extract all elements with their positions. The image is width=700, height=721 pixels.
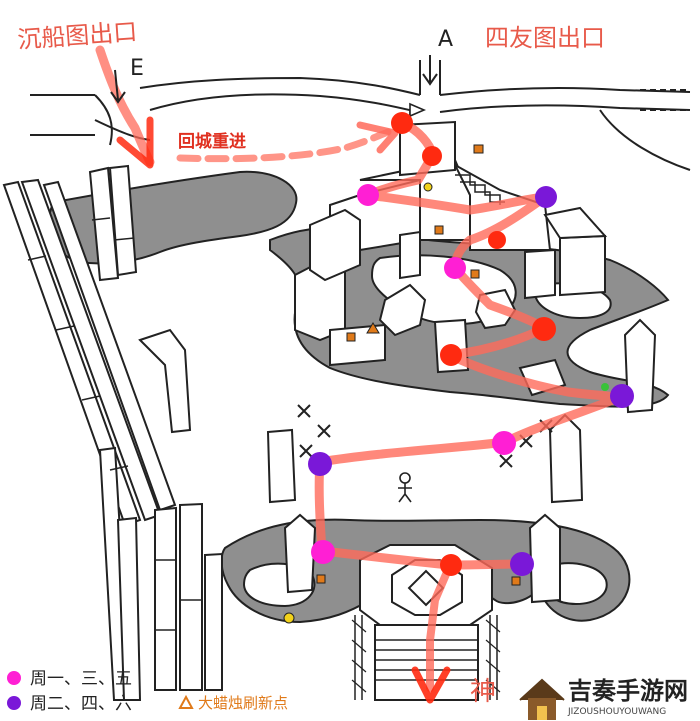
node-purple-4 (510, 552, 534, 576)
route-main (314, 117, 625, 570)
label-a: A (438, 27, 453, 52)
node-magenta-4 (311, 540, 335, 564)
watermark-name: 吉奏手游网 (568, 677, 688, 705)
route-bottom-arrow (426, 561, 454, 692)
temple-side-hatch (351, 619, 501, 693)
label-four-seasons-exit: 四友图出口 (485, 24, 605, 52)
right-pillars (266, 413, 584, 604)
legend-magenta-dot (7, 671, 21, 685)
route-dashed-return (176, 128, 392, 163)
node-red-top (391, 112, 413, 134)
node-magenta-3 (492, 431, 516, 455)
legend-mwf-label: 周一、三、五 (30, 669, 132, 689)
nodes (308, 112, 634, 576)
node-purple-2 (610, 384, 634, 408)
route-bottom-arrowhead (411, 666, 451, 704)
legend: 周一、三、五 周二、四、六 大蜡烛刷新点 (7, 669, 288, 714)
dash-lines (30, 89, 690, 136)
legend-tts-label: 周二、四、六 (30, 694, 132, 714)
watermark-domain: JIZOUSHOUYOUWANG (567, 707, 666, 717)
arrow-a (422, 55, 438, 86)
node-magenta-2 (444, 257, 466, 279)
legend-triangle-icon (178, 694, 194, 709)
node-red-2 (422, 146, 442, 166)
watermark-logo-icon (519, 678, 565, 720)
candle-markers (283, 144, 609, 624)
node-red-5 (440, 344, 462, 366)
person-icon (398, 472, 412, 503)
top-boundary (30, 60, 691, 171)
node-red-3 (488, 231, 506, 249)
legend-purple-dot (7, 696, 21, 710)
route-top-arrowhead (356, 121, 399, 154)
node-red-4 (532, 317, 556, 341)
legend-candle-label: 大蜡烛刷新点 (198, 694, 288, 712)
bamboo-joints (27, 217, 202, 631)
node-purple-3 (308, 452, 332, 476)
bamboo-left (2, 164, 223, 701)
label-shipwreck-exit: 沉船图出口 (16, 18, 138, 54)
route-path (95, 45, 625, 704)
watermark: 吉奏手游网 JIZOUSHOUYOUWANG (519, 677, 688, 720)
node-red-6 (440, 554, 462, 576)
route-left-arrow (95, 45, 155, 167)
label-e: E (130, 56, 144, 81)
node-magenta-1 (357, 184, 379, 206)
upper-left-terrain (46, 170, 298, 265)
label-return-reenter: 回城重进 (178, 131, 246, 152)
x-marks (297, 404, 553, 468)
route-left-arrowhead (116, 116, 154, 169)
label-god: 神 (470, 677, 496, 707)
node-purple-1 (535, 186, 557, 208)
arrow-e (110, 69, 126, 104)
